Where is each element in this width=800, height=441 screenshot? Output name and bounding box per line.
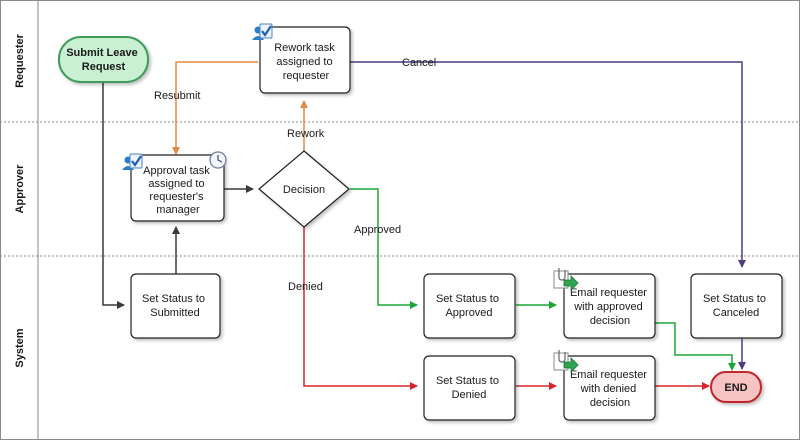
lane-label-system: System: [14, 328, 26, 367]
email-script-icon: [553, 350, 579, 373]
approval-task-label: Approval task assigned to requester's ma…: [143, 165, 213, 216]
edge-email-approved-to-end: [655, 322, 736, 371]
decision-gateway: Decision: [258, 150, 350, 228]
status-approved-label: Set Status to Approved: [436, 293, 502, 319]
start-label: Submit Leave Request: [66, 47, 141, 73]
approval-task-line: manager: [156, 204, 200, 216]
approval-task-line: assigned to: [148, 178, 204, 190]
status-approved-task: Set Status to Approved: [423, 273, 516, 339]
lane-label-approver: Approver: [14, 164, 26, 214]
edge-label-cancel: Cancel: [402, 57, 436, 69]
edge-resubmit: [172, 61, 258, 155]
email-denied-line: with denied: [580, 383, 637, 395]
status-denied-line: Denied: [452, 389, 487, 401]
approval-task-line: requester's: [149, 191, 204, 203]
status-denied-line: Set Status to: [436, 375, 499, 387]
status-submitted-line: Set Status to: [142, 293, 205, 305]
status-canceled-label: Set Status to Canceled: [703, 293, 769, 319]
email-approved-label: Email requester with approved decision: [570, 287, 650, 327]
status-denied-label: Set Status to Denied: [436, 375, 502, 401]
status-submitted-label: Set Status to Submitted: [142, 293, 208, 319]
edge-denied: [303, 227, 418, 390]
end-event: END: [710, 371, 762, 403]
connectors: [102, 61, 746, 390]
start-label-line: Request: [82, 61, 126, 73]
rework-task-label: Rework task assigned to requester: [274, 42, 338, 82]
lane-labels: Requester Approver System: [14, 33, 26, 367]
email-approved-line: Email requester: [570, 287, 647, 299]
rework-task-line: requester: [283, 70, 330, 82]
clock-icon: [209, 151, 227, 169]
email-denied-task: Email requester with denied decision: [553, 350, 656, 421]
status-denied-task: Set Status to Denied: [423, 355, 516, 421]
start-label-line: Submit Leave: [66, 47, 138, 59]
edge-cancel: [350, 61, 746, 268]
rework-task: Rework task assigned to requester: [252, 23, 351, 94]
status-approved-line: Approved: [445, 307, 492, 319]
email-approved-task: Email requester with approved decision: [553, 268, 656, 339]
status-approved-line: Set Status to: [436, 293, 499, 305]
start-event: Submit Leave Request: [58, 36, 149, 83]
decision-label: Decision: [283, 184, 325, 196]
approval-task: Approval task assigned to requester's ma…: [122, 151, 227, 222]
email-approved-line: decision: [590, 315, 630, 327]
approval-task-line: Approval task: [143, 165, 210, 177]
edge-approved: [350, 188, 418, 309]
status-submitted-task: Set Status to Submitted: [130, 273, 221, 339]
status-canceled-line: Set Status to: [703, 293, 766, 305]
edge-label-rework: Rework: [287, 128, 325, 140]
rework-task-line: Rework task: [274, 42, 335, 54]
edge-labels: Resubmit Cancel Rework Approved Denied: [154, 57, 436, 293]
rework-task-line: assigned to: [276, 56, 332, 68]
email-script-icon: [553, 268, 579, 291]
status-canceled-line: Canceled: [713, 307, 759, 319]
user-task-icon: [122, 153, 143, 170]
status-submitted-line: Submitted: [150, 307, 200, 319]
edge-label-resubmit: Resubmit: [154, 90, 200, 102]
email-denied-line: decision: [590, 397, 630, 409]
end-label: END: [724, 382, 747, 394]
status-canceled-task: Set Status to Canceled: [690, 273, 783, 339]
email-denied-line: Email requester: [570, 369, 647, 381]
email-denied-label: Email requester with denied decision: [570, 369, 650, 409]
user-task-icon: [252, 23, 273, 40]
lane-label-requester: Requester: [14, 33, 26, 88]
edge-label-denied: Denied: [288, 281, 323, 293]
email-approved-line: with approved: [573, 301, 643, 313]
edge-label-approved: Approved: [354, 224, 401, 236]
edge-start-to-submitted: [102, 82, 125, 309]
